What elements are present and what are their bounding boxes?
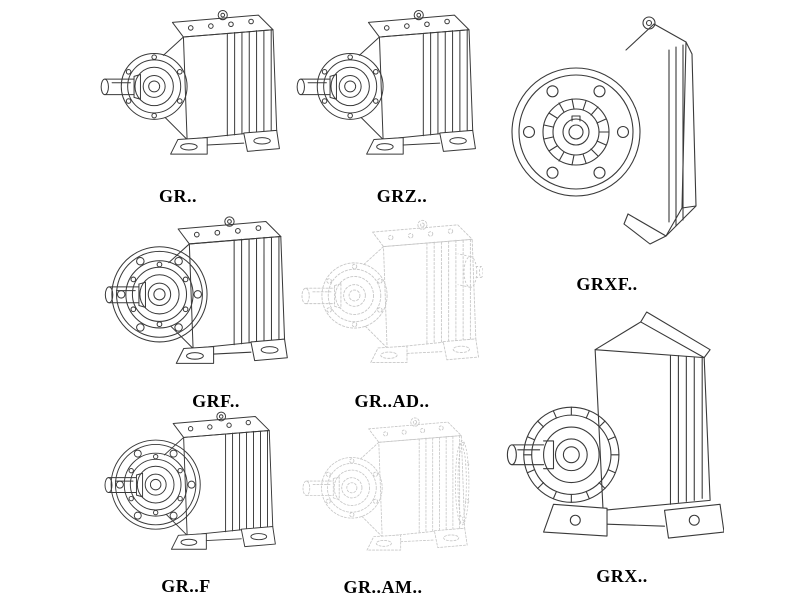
label-grxf: GRXF.. [576,274,638,294]
label-gr-f: GR..F [161,576,211,596]
gearbox-drawing-grf [96,210,292,388]
gearbox-drawing-gr-am [288,412,478,572]
gearbox-drawing-grx [496,298,724,560]
gearbox-drawing-gr-ad [290,214,486,386]
label-grz: GRZ.. [376,186,428,206]
label-grf: GRF.. [192,391,240,411]
gearbox-drawing-grz [288,2,480,180]
gearbox-drawing-grxf [498,2,708,268]
label-gr-ad: GR..AD.. [354,391,430,411]
label-grx: GRX.. [596,566,648,586]
gearbox-drawing-gr-f [92,406,284,572]
label-gr-am: GR..AM.. [343,577,423,597]
gearbox-drawing-gr [92,2,284,180]
label-gr: GR.. [159,186,197,206]
